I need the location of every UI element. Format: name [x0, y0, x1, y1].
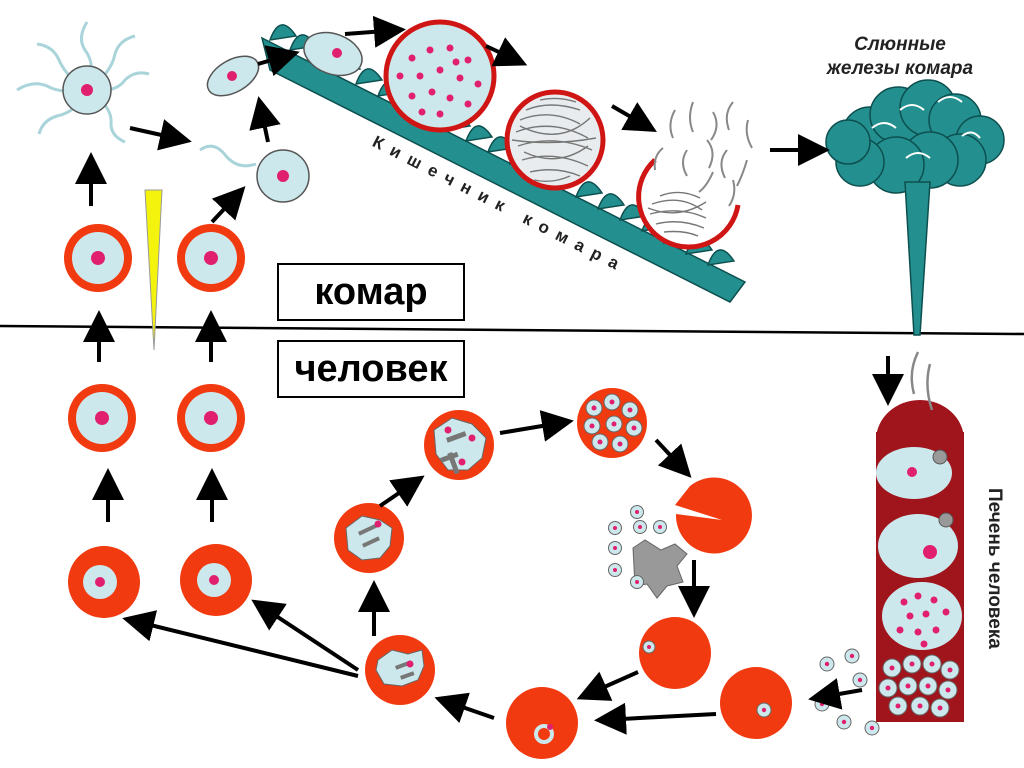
young-gametocyte-right — [180, 544, 252, 616]
salivary-glands-label: Слюнные железы комара — [800, 33, 1000, 81]
released-merozoites — [608, 505, 688, 599]
young-gametocyte-left — [68, 546, 140, 618]
human-zone-text: человек — [294, 347, 448, 390]
microgamete-with-flagella — [16, 21, 150, 144]
gametocyte-human-right — [177, 384, 245, 452]
rbc-with-merozoite — [639, 617, 711, 689]
young-oocyst — [383, 19, 497, 133]
mosquito-zone-text: комар — [314, 270, 428, 313]
rbc-mature-schizont — [577, 388, 647, 458]
gametocyte-human-left — [68, 384, 136, 452]
cycle-arrows — [75, 15, 904, 735]
human-liver-label: Печень человека — [984, 488, 1005, 649]
released-sporozoites — [653, 101, 753, 207]
mosquito-proboscis — [144, 189, 163, 351]
ruptured-oocyst — [636, 158, 741, 250]
gametocyte-mosquito-left — [64, 224, 132, 292]
mosquito-zone-label: комар — [277, 263, 465, 321]
macrogamete — [199, 144, 310, 203]
salivary-glands-label-line2: железы комара — [826, 58, 974, 79]
rbc-amoeboid-trophozoite — [365, 635, 435, 705]
human-zone-label: человек — [277, 340, 465, 398]
rbc-trophozoite — [334, 503, 404, 573]
liver-merozoites — [814, 648, 880, 736]
salivary-glands — [825, 79, 1005, 336]
human-liver — [876, 400, 964, 722]
rbc-ruptured — [675, 477, 752, 554]
salivary-glands-label-line1: Слюнные — [854, 34, 946, 55]
injected-sporozoites — [910, 351, 934, 411]
rbc-newly-infected — [720, 667, 792, 739]
gametocyte-mosquito-right — [177, 224, 245, 292]
rbc-schizont-early — [424, 410, 494, 480]
mosquito-human-divider — [0, 324, 1024, 336]
rbc-ring-stage — [506, 687, 578, 759]
mature-oocyst — [504, 89, 606, 191]
